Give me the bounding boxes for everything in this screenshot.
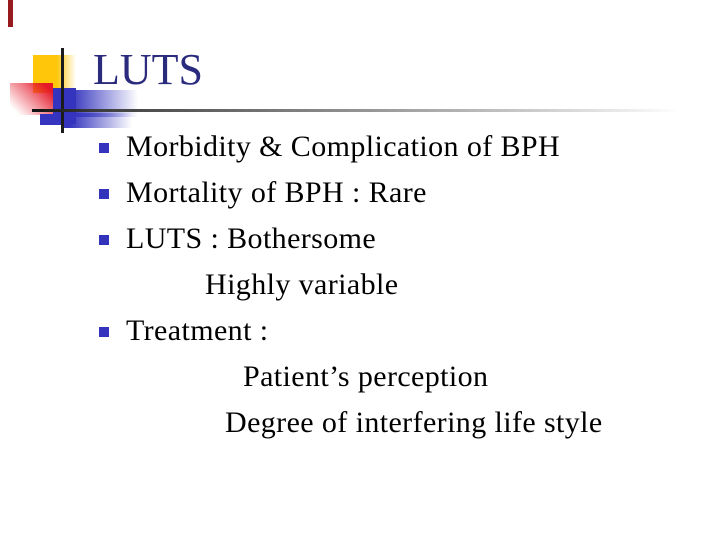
bullet-item-text: LUTS : Bothersome: [126, 222, 377, 255]
slide-title: LUTS: [93, 45, 203, 94]
bullet-item-text: Morbidity & Complication of BPH: [126, 130, 561, 163]
sub-item-text: Highly variable: [205, 268, 399, 301]
vertical-line-decoration: [61, 48, 64, 133]
sub-item-text: Degree of interfering life style: [225, 406, 603, 439]
bullet-square-icon: [99, 189, 109, 199]
bullet-item: LUTS : Bothersome: [0, 216, 720, 262]
blue-square-decoration: [40, 114, 63, 125]
sub-item: Highly variable: [0, 262, 720, 308]
slide-body: Morbidity & Complication of BPH Mortalit…: [0, 124, 720, 446]
sub-item: Degree of interfering life style: [0, 400, 720, 446]
blue-fade-decoration: [62, 113, 140, 128]
bullet-item-text: Treatment :: [126, 314, 269, 347]
sub-item: Patient’s perception: [0, 354, 720, 400]
bullet-square-icon: [99, 143, 109, 153]
bullet-item-text: Mortality of BPH : Rare: [126, 176, 427, 209]
bullet-item: Morbidity & Complication of BPH: [0, 124, 720, 170]
corner-red-bar-decoration: [8, 0, 13, 27]
sub-item-text: Patient’s perception: [243, 360, 489, 393]
bullet-square-icon: [99, 235, 109, 245]
bullet-item: Treatment :: [0, 308, 720, 354]
blue-fade-decoration: [70, 90, 150, 117]
bullet-item: Mortality of BPH : Rare: [0, 170, 720, 216]
bullet-square-icon: [99, 327, 109, 337]
title-divider-rule: [32, 109, 700, 112]
